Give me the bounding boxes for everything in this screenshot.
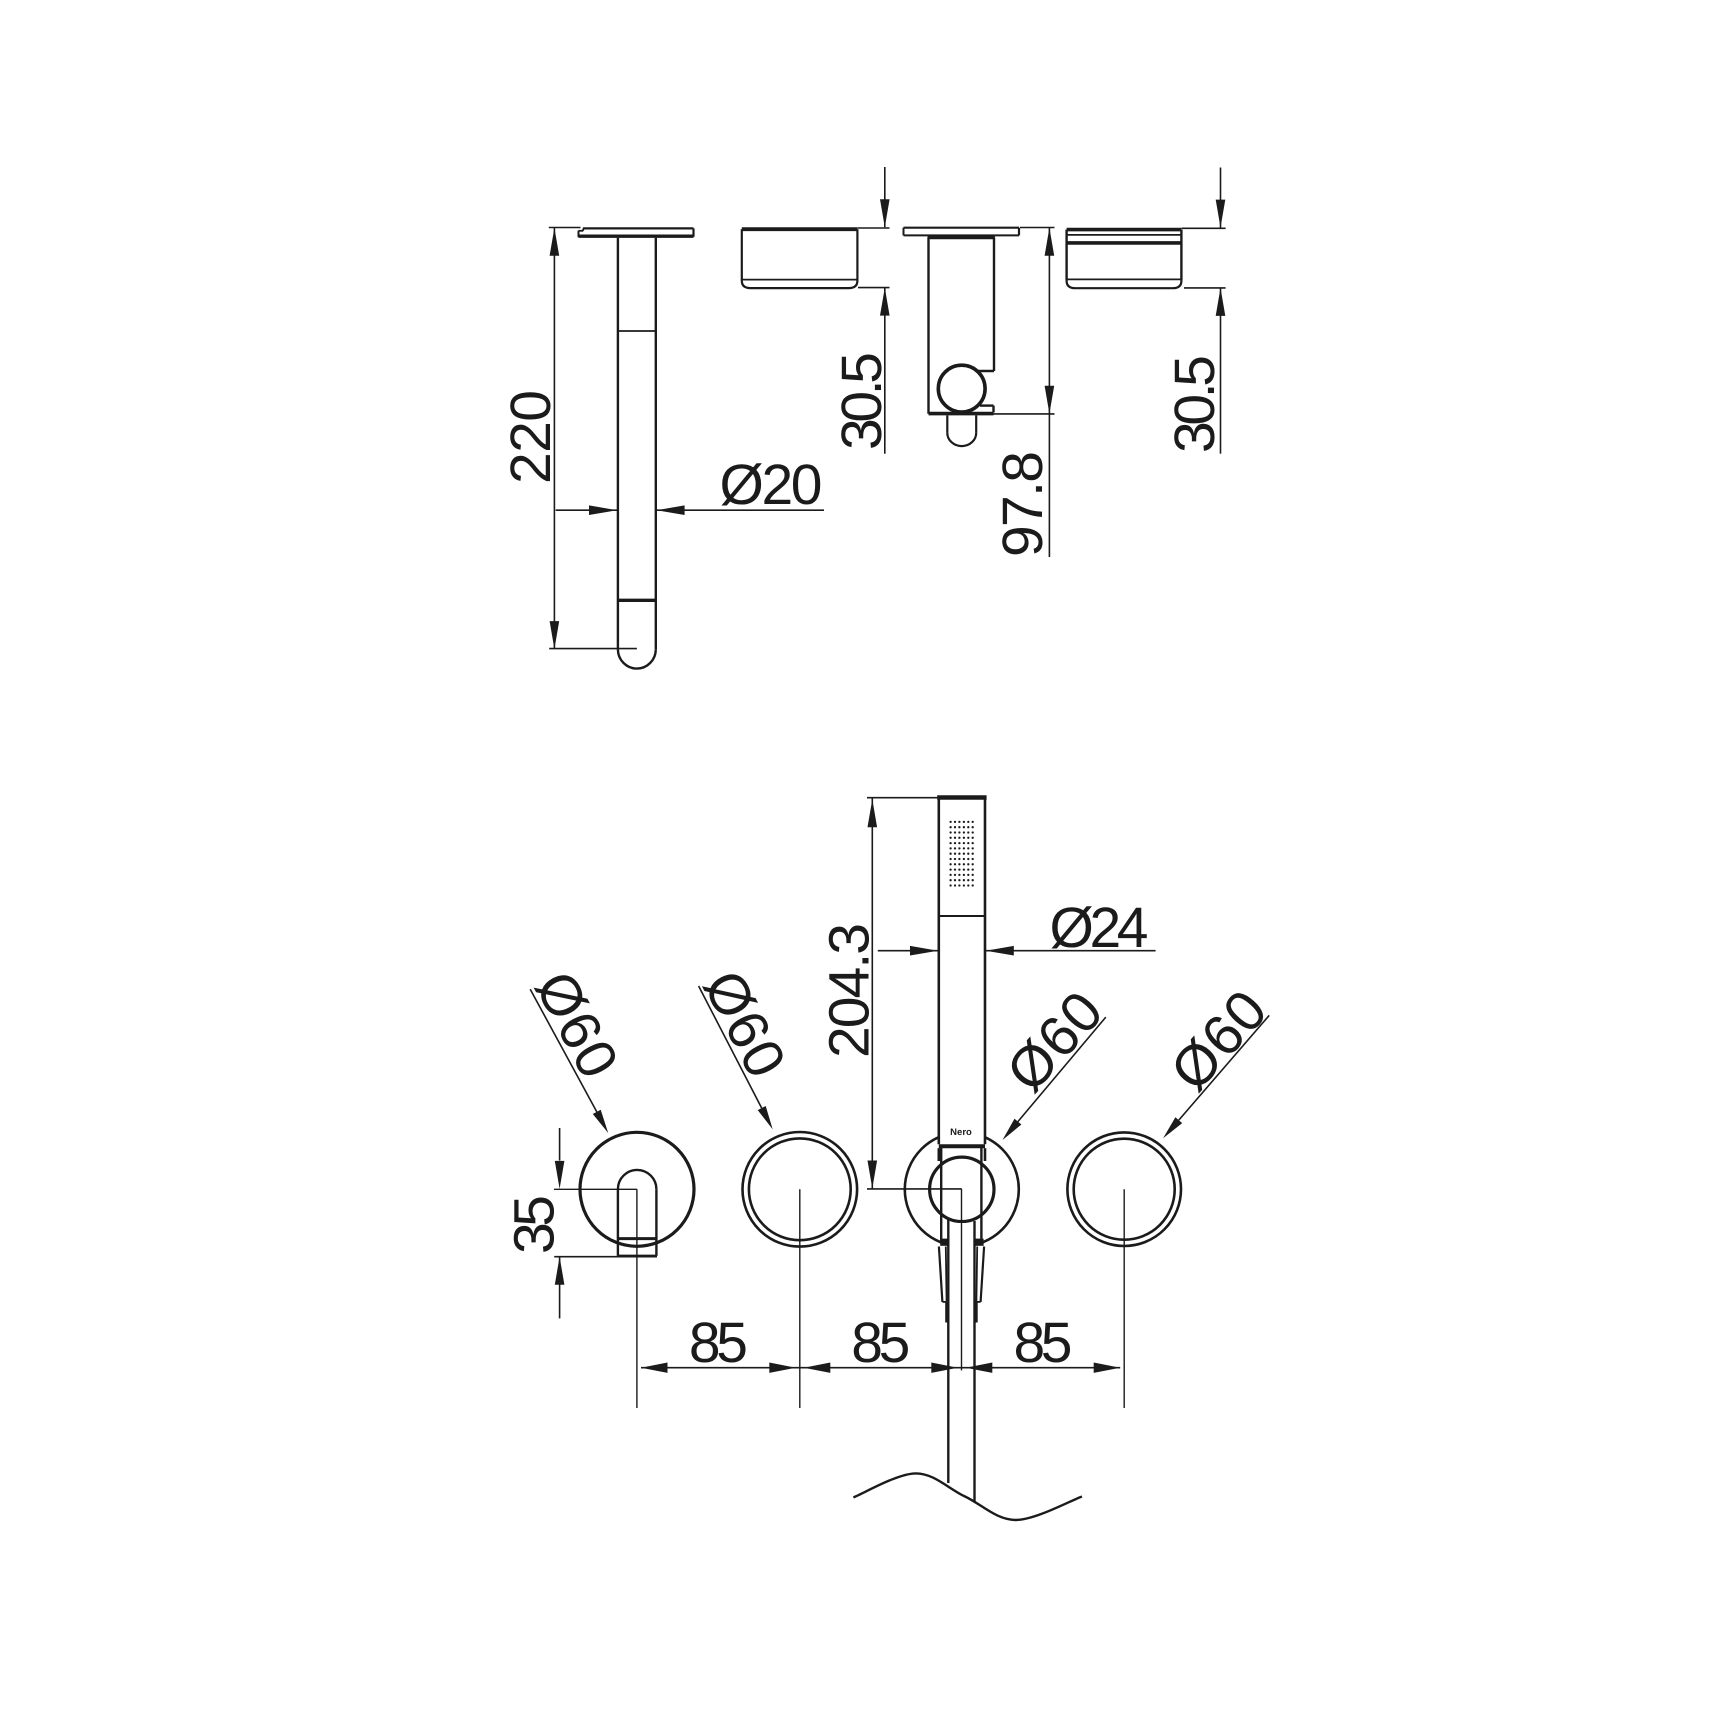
svg-text:Nero: Nero	[950, 1127, 972, 1138]
svg-text:220: 220	[499, 390, 563, 484]
svg-text:204.3: 204.3	[818, 923, 882, 1058]
svg-text:85: 85	[851, 1311, 910, 1375]
svg-text:85: 85	[689, 1311, 748, 1375]
svg-text:30.5: 30.5	[830, 352, 894, 450]
svg-text:97.8: 97.8	[991, 451, 1055, 557]
svg-text:Ø24: Ø24	[1050, 896, 1149, 960]
svg-text:85: 85	[1014, 1311, 1073, 1375]
svg-text:35: 35	[503, 1195, 567, 1254]
svg-text:Ø20: Ø20	[720, 453, 823, 517]
svg-text:30.5: 30.5	[1163, 355, 1227, 453]
